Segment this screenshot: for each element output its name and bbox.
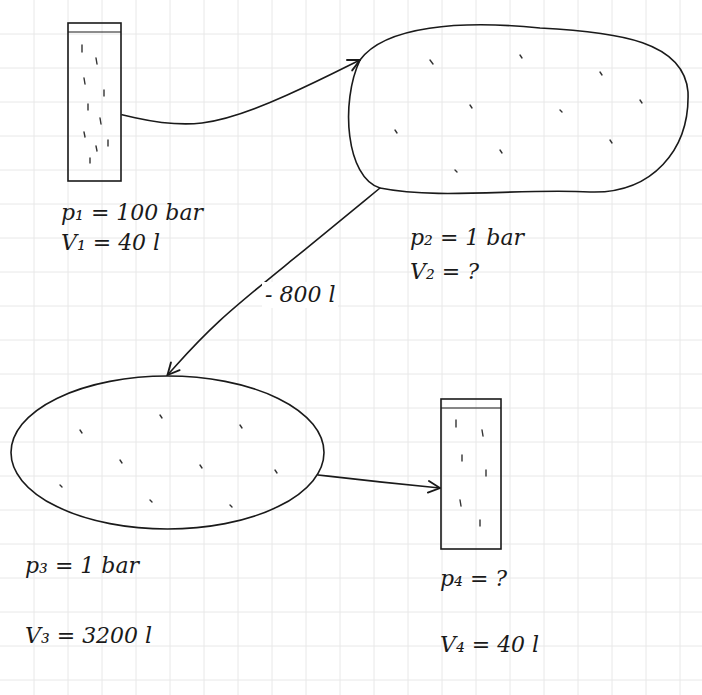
gas-cylinder: p₁ = 100 barV₁ = 40 l [67,22,122,182]
state-value: p₃ = 1 bar [25,553,152,579]
state-values: p₃ = 1 bar V₃ = 3200 l [25,553,152,650]
shape-outline [440,398,502,550]
shape-outline [340,20,692,200]
state-values: p₁ = 100 bar V₁ = 40 l [61,200,203,257]
state-value: V₁ = 40 l [61,230,203,256]
state-values: p₄ = ? V₄ = 40 l [440,566,539,659]
flow-arrow [122,60,360,124]
gas-particles [60,45,642,526]
gas-cylinder: p₄ = ?V₄ = 40 l [440,398,502,550]
state-value: V₃ = 3200 l [25,623,152,649]
state-value: p₁ = 100 bar [61,200,203,226]
state-values: p₂ = 1 bar V₂ = ? [410,225,524,286]
state-value: V₄ = 40 l [440,632,539,658]
state-value: p₂ = 1 bar [410,225,524,251]
state-value: p₄ = ? [440,566,539,592]
flow-arrow [318,475,440,488]
gas-cloud: p₃ = 1 barV₃ = 3200 l [10,375,325,530]
state-value: V₂ = ? [410,259,524,285]
volume-change: - 800 l [262,282,338,308]
gas-cloud: p₂ = 1 barV₂ = ? [340,20,692,200]
shape-outline [10,375,325,530]
shape-outline [67,22,122,182]
